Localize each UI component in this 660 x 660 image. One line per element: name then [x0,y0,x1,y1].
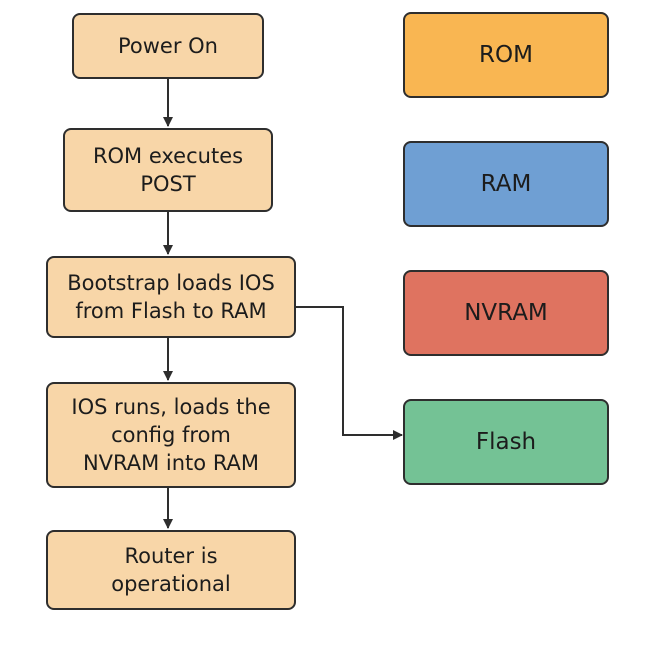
step-power-on-label: Power On [117,34,218,58]
memory-flash-label: Flash [475,429,537,455]
step-rom-executes-post-label: ROM executes POST [92,144,244,196]
memory-rom: ROM [403,12,609,98]
step-router-operational: Router is operational [46,530,296,610]
memory-ram-label: RAM [480,171,532,197]
memory-ram: RAM [403,141,609,227]
arrow-bootstrap-to-flash [296,306,403,440]
step-rom-executes-post: ROM executes POST [63,128,273,212]
memory-nvram: NVRAM [403,270,609,356]
step-ios-runs: IOS runs, loads the config from NVRAM in… [46,382,296,488]
memory-nvram-label: NVRAM [464,300,548,326]
step-bootstrap-loads-ios-label: Bootstrap loads IOS from Flash to RAM [67,271,275,323]
step-router-operational-label: Router is operational [111,544,231,596]
step-bootstrap-loads-ios: Bootstrap loads IOS from Flash to RAM [46,256,296,338]
step-power-on: Power On [72,13,264,79]
memory-rom-label: ROM [479,42,533,68]
memory-flash: Flash [403,399,609,485]
step-ios-runs-label: IOS runs, loads the config from NVRAM in… [71,395,271,475]
